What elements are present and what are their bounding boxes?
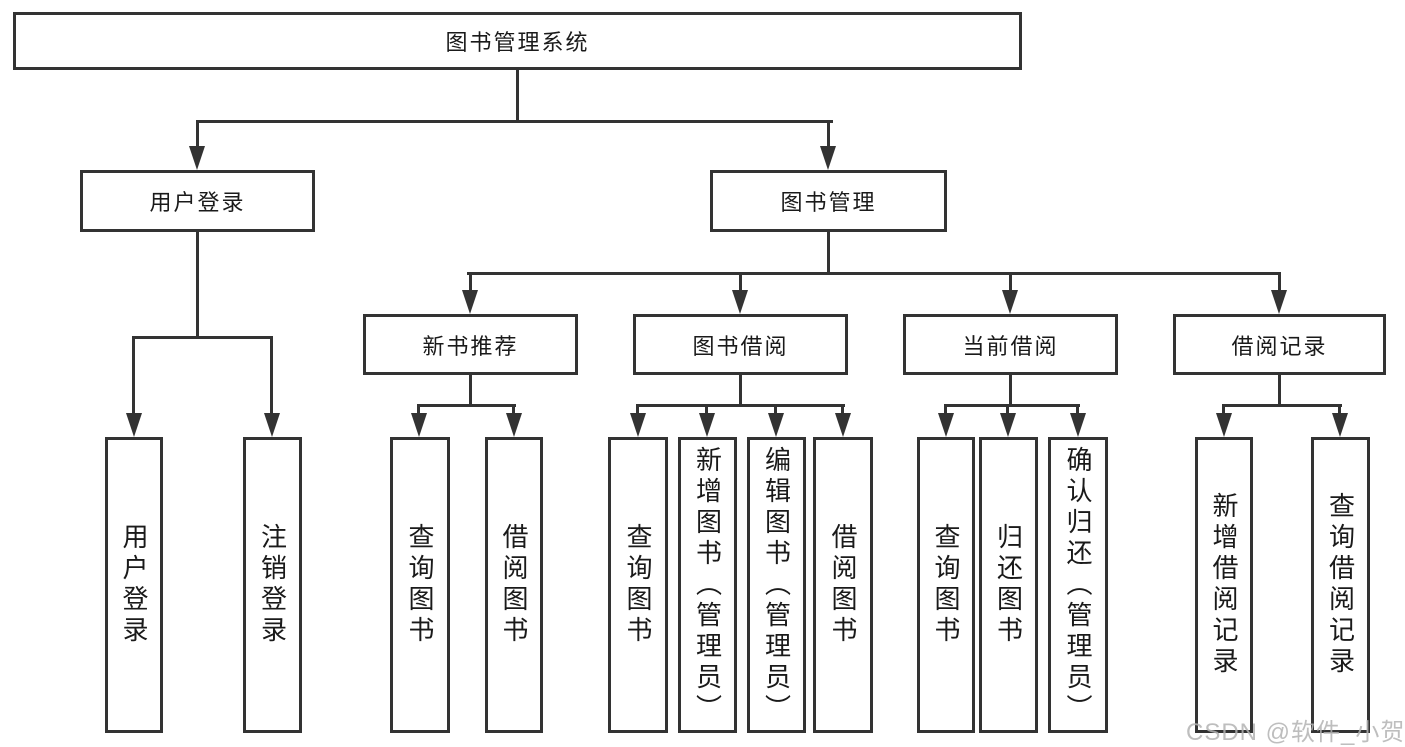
- connector-line: [467, 272, 470, 275]
- connector-line: [417, 404, 516, 407]
- connector-line: [739, 272, 742, 292]
- leaf-query-books-borrowing: 查询图书: [608, 437, 668, 733]
- connector-line: [1006, 404, 1009, 414]
- node-new-book-recommendation: 新书推荐: [363, 314, 578, 375]
- connector-line: [944, 404, 1080, 407]
- arrow-down-icon: [126, 413, 142, 437]
- leaf-user-login: 用户登录: [105, 437, 163, 733]
- leaf-query-books-current: 查询图书: [917, 437, 975, 733]
- connector-line: [1278, 272, 1281, 292]
- connector-line: [1009, 272, 1012, 292]
- node-book-borrowing: 图书借阅: [633, 314, 848, 375]
- node-label: 图书管理: [780, 190, 877, 215]
- connector-line: [196, 232, 199, 338]
- arrow-down-icon: [1271, 290, 1287, 314]
- leaf-label: 借阅图书: [828, 523, 858, 647]
- connector-line: [944, 404, 947, 414]
- connector-line: [196, 120, 199, 148]
- leaf-confirm-return-admin: 确认归还（管理员）: [1048, 437, 1108, 733]
- connector-line: [1222, 404, 1342, 407]
- node-label: 用户登录: [149, 190, 246, 215]
- arrow-down-icon: [1002, 290, 1018, 314]
- leaf-borrow-books-borrowing: 借阅图书: [813, 437, 873, 733]
- node-label: 借阅记录: [1231, 333, 1328, 359]
- arrow-down-icon: [630, 413, 646, 437]
- connector-line: [132, 336, 273, 339]
- connector-line: [774, 404, 777, 414]
- node-label: 图书借阅: [692, 333, 789, 359]
- connector-line: [512, 404, 515, 414]
- arrow-down-icon: [1070, 413, 1086, 437]
- connector-line: [636, 404, 639, 414]
- connector-line: [636, 404, 845, 407]
- node-book-management: 图书管理: [710, 170, 947, 232]
- leaf-label: 归还图书: [993, 523, 1024, 647]
- arrow-down-icon: [732, 290, 748, 314]
- connector-line: [1076, 404, 1079, 414]
- arrow-down-icon: [264, 413, 280, 437]
- arrow-down-icon: [1332, 413, 1348, 437]
- connector-line: [469, 272, 472, 292]
- leaf-borrow-books-recommend: 借阅图书: [485, 437, 543, 733]
- arrow-down-icon: [189, 146, 205, 170]
- node-label: 图书管理系统: [445, 30, 590, 55]
- connector-line: [827, 120, 830, 148]
- node-label: 当前借阅: [962, 333, 1059, 359]
- node-current-borrowing: 当前借阅: [903, 314, 1118, 375]
- leaf-label: 新增借阅记录: [1209, 492, 1239, 678]
- arrow-down-icon: [835, 413, 851, 437]
- node-label: 新书推荐: [422, 333, 519, 359]
- connector-line: [705, 404, 708, 414]
- arrow-down-icon: [462, 290, 478, 314]
- leaf-edit-books-admin: 编辑图书（管理员）: [747, 437, 806, 733]
- connector-line: [841, 404, 844, 414]
- connector-line: [1338, 404, 1341, 414]
- leaf-label: 查询图书: [931, 523, 961, 647]
- arrow-down-icon: [411, 413, 427, 437]
- connector-line: [739, 375, 742, 406]
- leaf-label: 编辑图书（管理员）: [761, 445, 792, 725]
- node-user-login: 用户登录: [80, 170, 315, 232]
- leaf-label: 新增图书（管理员）: [692, 445, 723, 725]
- leaf-add-books-admin: 新增图书（管理员）: [678, 437, 737, 733]
- leaf-label: 确认归还（管理员）: [1063, 445, 1093, 725]
- leaf-return-books: 归还图书: [979, 437, 1038, 733]
- leaf-label: 查询图书: [623, 523, 653, 647]
- connector-line: [196, 120, 833, 123]
- watermark: CSDN @软件_小贺同学: [1186, 719, 1405, 746]
- leaf-label: 用户登录: [119, 523, 149, 647]
- arrow-down-icon: [1216, 413, 1232, 437]
- arrow-down-icon: [938, 413, 954, 437]
- node-book-management-system: 图书管理系统: [13, 12, 1022, 70]
- arrow-down-icon: [506, 413, 522, 437]
- leaf-label: 查询借阅记录: [1325, 492, 1356, 678]
- leaf-query-books-recommend: 查询图书: [390, 437, 450, 733]
- leaf-label: 借阅图书: [499, 523, 529, 647]
- connector-line: [469, 272, 1281, 275]
- connector-line: [827, 232, 830, 274]
- arrow-down-icon: [768, 413, 784, 437]
- arrow-down-icon: [820, 146, 836, 170]
- arrow-down-icon: [1000, 413, 1016, 437]
- node-borrowing-records: 借阅记录: [1173, 314, 1386, 375]
- connector-line: [417, 404, 420, 414]
- connector-line: [270, 336, 273, 414]
- connector-line: [469, 375, 472, 406]
- leaf-logout: 注销登录: [243, 437, 302, 733]
- connector-line: [1222, 404, 1225, 414]
- leaf-label: 查询图书: [405, 523, 435, 647]
- connector-line: [132, 336, 135, 414]
- leaf-add-borrow-record: 新增借阅记录: [1195, 437, 1253, 733]
- arrow-down-icon: [699, 413, 715, 437]
- leaf-query-borrow-record: 查询借阅记录: [1311, 437, 1370, 733]
- leaf-label: 注销登录: [257, 523, 288, 647]
- connector-line: [1278, 375, 1281, 406]
- connector-line: [1009, 375, 1012, 406]
- connector-line: [516, 70, 519, 123]
